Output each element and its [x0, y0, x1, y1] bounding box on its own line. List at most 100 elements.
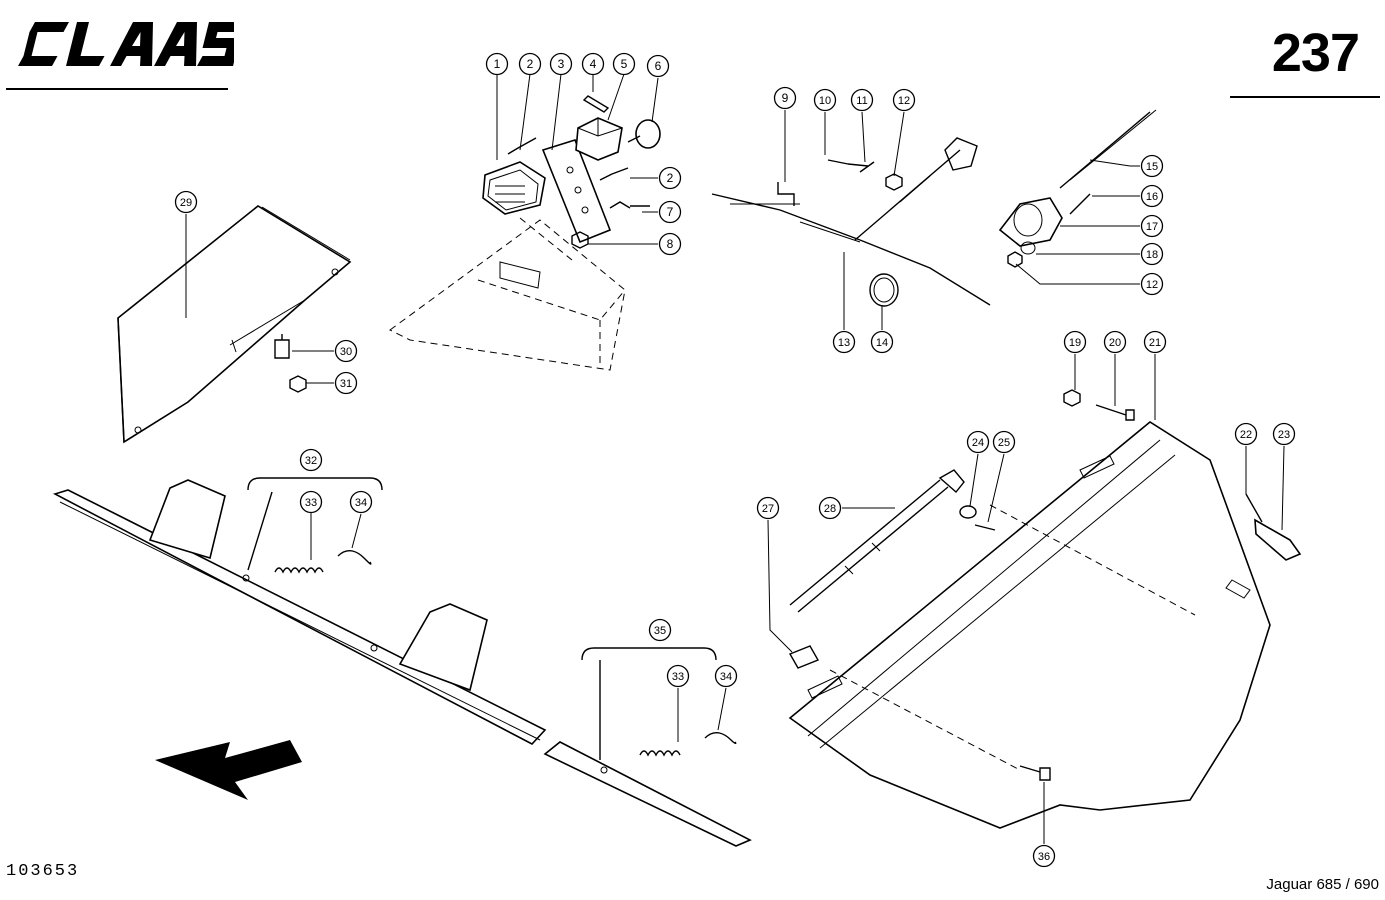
- callout-c33a: 33: [299, 490, 323, 514]
- callout-label: 16: [1146, 191, 1158, 203]
- callout-circle: [549, 52, 573, 76]
- callout-c11: 11: [850, 88, 874, 112]
- callout-circle: [850, 88, 874, 112]
- callout-c32: 32: [299, 448, 323, 472]
- callout-label: 5: [621, 57, 628, 71]
- pin-4: [582, 95, 610, 113]
- callout-c24: 24: [966, 430, 990, 454]
- callout-c7: 7: [658, 200, 682, 224]
- callout-c19: 19: [1063, 330, 1087, 354]
- clip-9: [777, 182, 795, 206]
- callout-c29: 29: [174, 190, 198, 214]
- lamp-housing-1: [482, 161, 546, 215]
- bolt-36: [1019, 765, 1051, 781]
- claas-logo: [18, 22, 234, 66]
- hook-34-left: [337, 549, 372, 565]
- callout-label: 20: [1109, 337, 1121, 349]
- callout-c12b: 12: [1140, 272, 1164, 296]
- callout-circle: [773, 86, 797, 110]
- callout-circle: [658, 166, 682, 190]
- callout-circle: [1140, 154, 1164, 178]
- callout-label: 34: [355, 497, 367, 509]
- callout-label: 30: [340, 346, 352, 358]
- callout-circle: [1140, 184, 1164, 208]
- nut-19-bolt-20: [1063, 389, 1135, 421]
- callout-c17: 17: [1140, 214, 1164, 238]
- callout-circle: [1143, 330, 1167, 354]
- callout-c22: 22: [1234, 422, 1258, 446]
- callout-circle: [992, 430, 1016, 454]
- callout-circle: [966, 430, 990, 454]
- callout-circle: [832, 330, 856, 354]
- screw-16: [1069, 193, 1091, 215]
- callout-label: 23: [1278, 429, 1290, 441]
- callout-circle: [1032, 844, 1056, 868]
- callout-c1: 1: [485, 52, 509, 76]
- bracket-27: [788, 645, 820, 669]
- document-number: 103653: [6, 862, 80, 881]
- callout-label: 31: [340, 378, 352, 390]
- deflector-strip-small: [543, 741, 752, 847]
- callout-c9: 9: [773, 86, 797, 110]
- callout-circle: [818, 496, 842, 520]
- callout-label: 25: [998, 437, 1010, 449]
- header-rule-left: [6, 88, 228, 90]
- callout-label: 21: [1149, 337, 1161, 349]
- callout-circle: [612, 52, 636, 76]
- deflector-strip: [52, 479, 547, 745]
- callout-circle: [813, 88, 837, 112]
- callout-circle: [714, 664, 738, 688]
- callout-circle: [1103, 330, 1127, 354]
- callout-circle: [658, 232, 682, 256]
- callout-circle: [870, 330, 894, 354]
- callout-c6: 6: [646, 54, 670, 78]
- callout-circle: [892, 88, 916, 112]
- washer-6: [627, 119, 661, 149]
- wiring-harness-13: [711, 137, 991, 306]
- callout-label: 6: [655, 59, 662, 73]
- leader-lines: [185, 73, 1285, 844]
- guard-plate-21: [788, 421, 1271, 829]
- callout-c10: 10: [813, 88, 837, 112]
- callout-c5: 5: [612, 52, 636, 76]
- side-panel-29: [117, 205, 352, 444]
- callout-circle: [518, 52, 542, 76]
- hook-34-right: [704, 731, 737, 745]
- hose-clamp-14: [869, 273, 899, 307]
- callout-c21: 21: [1143, 330, 1167, 354]
- callout-c27: 27: [756, 496, 780, 520]
- callout-circle: [666, 664, 690, 688]
- callout-c13: 13: [832, 330, 856, 354]
- bolt-10-nut-11-12: [827, 159, 903, 191]
- callout-c18: 18: [1140, 242, 1164, 266]
- callout-circle: [1140, 242, 1164, 266]
- callout-c33b: 33: [666, 664, 690, 688]
- callout-label: 1: [494, 57, 501, 71]
- washer-18-nut-12: [1007, 241, 1036, 268]
- callout-c25: 25: [992, 430, 1016, 454]
- callout-c30: 30: [334, 339, 358, 363]
- callout-c14: 14: [870, 330, 894, 354]
- callout-label: 36: [1038, 851, 1050, 863]
- callout-label: 10: [819, 95, 831, 107]
- callout-label: 24: [972, 437, 984, 449]
- callout-label: 9: [782, 91, 789, 105]
- callout-c20: 20: [1103, 330, 1127, 354]
- callout-c34a: 34: [349, 490, 373, 514]
- callout-label: 28: [824, 503, 836, 515]
- spring-33-right: [639, 750, 681, 757]
- page-number: 237: [1271, 23, 1360, 83]
- bolt-22-latch-23: [1225, 493, 1302, 599]
- washer-24-pin-25: [959, 505, 996, 531]
- callout-c15: 15: [1140, 154, 1164, 178]
- callout-circle: [648, 618, 672, 642]
- callout-label: 3: [558, 57, 565, 71]
- callout-circle: [349, 490, 373, 514]
- callout-c4: 4: [581, 52, 605, 76]
- socket-15-17: [998, 109, 1157, 247]
- callout-c8: 8: [658, 232, 682, 256]
- callout-label: 18: [1146, 249, 1158, 261]
- callout-c2a: 2: [518, 52, 542, 76]
- rubber-block-5: [575, 117, 623, 161]
